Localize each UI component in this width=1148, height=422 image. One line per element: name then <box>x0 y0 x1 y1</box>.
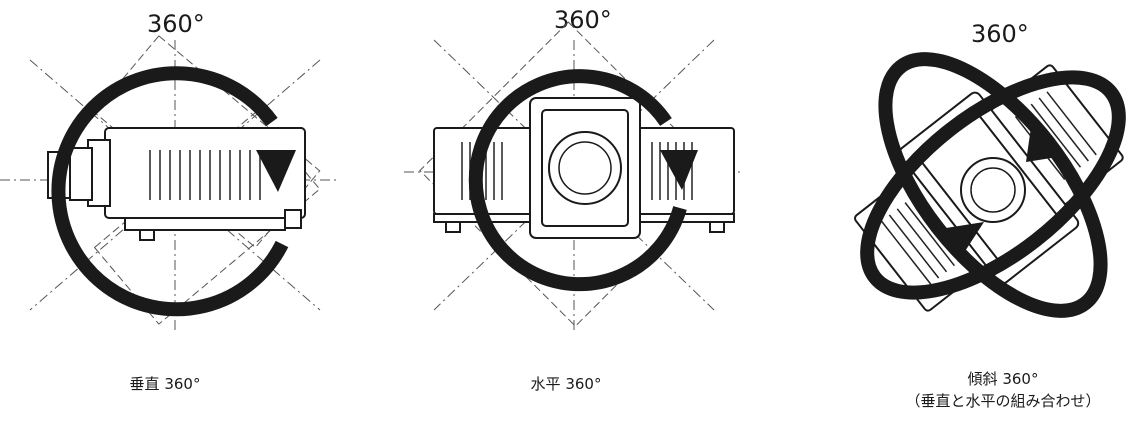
caption-tilt-line1: 傾斜 360° <box>967 370 1039 388</box>
rotation-arrow-1 <box>860 70 1126 300</box>
projector-side-body <box>47 127 306 241</box>
panel-horizontal: 360° <box>394 0 754 422</box>
panel-vertical: 360° <box>0 0 360 422</box>
arrow-head-1 <box>1026 120 1064 162</box>
rotation-arrow <box>468 69 687 292</box>
arrow-head-2 <box>946 222 984 262</box>
top-degree-label: 360° <box>971 20 1029 48</box>
caption-tilt-line2: （垂直と水平の組み合わせ） <box>905 392 1101 410</box>
caption-horizontal: 水平 360° <box>530 375 602 393</box>
horizontal-rotation-diagram <box>404 21 744 330</box>
lens-inner <box>558 141 612 195</box>
top-degree-label: 360° <box>147 10 205 38</box>
top-degree-label: 360° <box>554 6 612 34</box>
panel-tilt: 360° 傾斜 360° （垂直と水平の組み合わせ） <box>788 0 1148 422</box>
lens-outer <box>548 131 622 205</box>
vertical-rotation-diagram <box>0 35 340 330</box>
caption-tilt: 傾斜 360° （垂直と水平の組み合わせ） <box>883 368 1123 412</box>
lens-inner <box>970 167 1016 213</box>
caption-vertical: 垂直 360° <box>129 375 201 393</box>
rotation-arrow <box>51 66 289 317</box>
arrow-head <box>256 150 296 192</box>
grille <box>149 150 261 200</box>
tilt-rotation-diagram <box>854 52 1126 318</box>
arrow-head <box>660 150 698 190</box>
